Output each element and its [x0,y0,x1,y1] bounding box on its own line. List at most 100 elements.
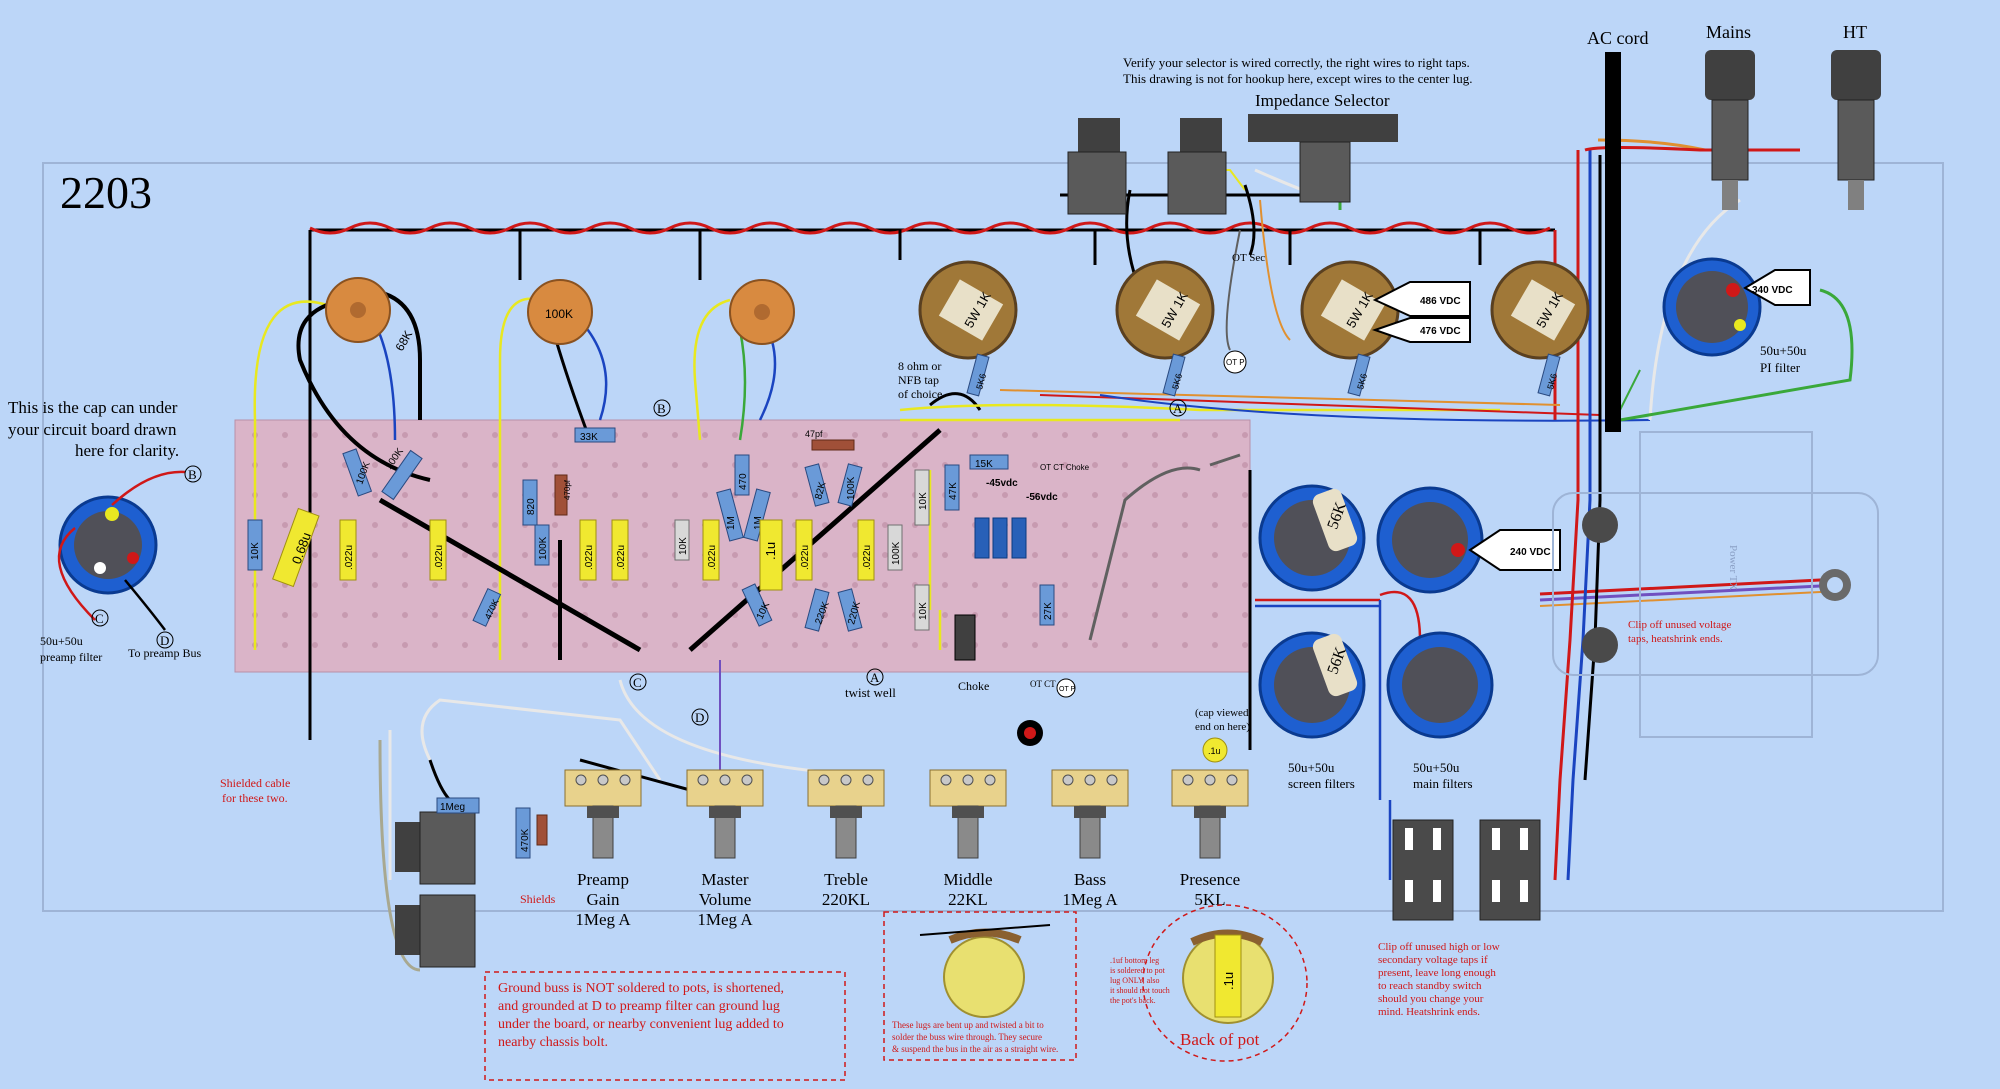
voltage-callout-486: 486 VDC [1372,281,1471,317]
impedance-selector [1248,114,1398,203]
svg-text:.1u: .1u [763,542,778,560]
preamp-filter-label-1: 50u+50u [40,634,83,648]
svg-text:1Meg: 1Meg [440,802,465,813]
svg-text:OT CT Choke: OT CT Choke [1040,463,1090,472]
svg-text:470K: 470K [520,828,531,852]
marker-c-left: C [91,609,109,627]
svg-text:.022u: .022u [584,545,595,570]
pot-3-label-2: 220KL [822,890,870,909]
svg-text:10K: 10K [918,492,929,510]
svg-text:nearby chassis bolt.: nearby chassis bolt. [498,1035,608,1050]
svg-text:470pf: 470pf [563,479,572,500]
clip-secondary-note-2: secondary voltage taps if [1378,954,1488,966]
svg-text:100K: 100K [538,536,549,560]
svg-text:5K6: 5K6 [1170,372,1184,390]
svg-text:solder the buss wire through.: solder the buss wire through. They secur… [892,1032,1042,1042]
svg-text:and grounded at D to preamp fi: and grounded at D to preamp filter can g… [498,999,780,1014]
selector-note-line2: This drawing is not for hookup here, exc… [1123,71,1472,86]
svg-text:100K: 100K [891,541,902,565]
pi-filter-label-2: PI filter [1760,360,1801,375]
svg-text:47pf: 47pf [805,429,823,439]
nfb-label-1: 8 ohm or [898,359,941,373]
pot-2-label-1: Master [701,870,749,889]
nfb-label-2: NFB tap [898,373,939,387]
main-filter-can-1: 240 VDC [1376,486,1561,594]
preamp-tube-v3 [729,279,795,345]
to-preamp-bus-label: To preamp Bus [128,646,201,660]
clip-secondary-note-6: mind. Heatshrink ends. [1378,1006,1480,1018]
pot-5-label-1: Bass [1074,870,1106,889]
svg-text:-56vdc: -56vdc [1026,492,1058,503]
svg-text:5K6: 5K6 [1545,372,1559,390]
screen-filters-label-1: 50u+50u [1288,760,1335,775]
svg-text:486 VDC: 486 VDC [1420,296,1461,307]
power-tube-v7: 5W 1K [1490,260,1590,360]
ot-ct-label: OT CT [1030,679,1056,689]
svg-text:15K: 15K [975,459,993,470]
choke-label: Choke [958,679,989,693]
svg-text:.022u: .022u [344,545,355,570]
power-tube-v4: 5W 1K [918,260,1018,360]
svg-text:C: C [95,611,104,626]
main-filter-can-2 [1386,631,1494,739]
svg-text:Ground buss is NOT soldered to: Ground buss is NOT soldered to pots, is … [498,981,784,996]
svg-text:33K: 33K [580,432,598,443]
cap-can-note-2: your circuit board drawn [8,420,177,439]
svg-text:82K: 82K [813,480,828,500]
cap-can-note-1: This is the cap can under [8,398,178,417]
svg-text:.1u: .1u [1208,746,1221,756]
board-components: 10K 0.68u .022u .022u 100K 100K 820 33K … [247,427,1090,661]
screen-filter-can-2: 56K [1258,631,1366,739]
input-jacks: 1Meg 470K [395,797,548,968]
pot-4-label-1: Middle [943,870,992,889]
svg-text:1M: 1M [726,516,737,530]
svg-text:27K: 27K [1043,602,1054,620]
svg-text:.022u: .022u [862,545,873,570]
ot-p-marker: OT P [1223,350,1247,374]
svg-text:100K: 100K [846,476,857,500]
title: 2203 [60,167,152,218]
screen-filter-can-1: 56K [1258,484,1366,592]
cap-viewed-note-1: (cap viewed [1195,707,1249,719]
svg-text:10K: 10K [918,602,929,620]
clip-voltage-note-1: Clip off unused voltage [1628,619,1731,631]
svg-text:5K6: 5K6 [1355,372,1369,390]
speaker-jacks [1067,118,1227,215]
svg-text:B: B [188,467,197,482]
shielded-note-1: Shielded cable [220,776,290,790]
preamp-filter-can [57,470,186,631]
svg-text:the pot's back.: the pot's back. [1110,996,1156,1005]
pot-1-label-2: Gain [586,890,620,909]
ot-ct-ring [1017,720,1043,746]
svg-text:& suspend the bus in the air a: & suspend the bus in the air as a straig… [892,1044,1058,1054]
marker-b-board: B [653,399,671,417]
svg-text:.022u: .022u [800,545,811,570]
svg-text:Back of pot: Back of pot [1180,1030,1260,1049]
svg-text:Power TX: Power TX [1727,545,1739,590]
cap-viewed-note-2: end on here) [1195,721,1250,733]
marker-a-board: A [866,668,884,686]
mains-label: Mains [1706,22,1751,42]
svg-text:68K: 68K [392,328,415,353]
svg-text:.022u: .022u [434,545,445,570]
ht-fuse [1831,50,1881,210]
marker-b-left: B [184,465,202,483]
svg-text:OT P: OT P [1226,358,1245,367]
power-switch [1479,819,1541,921]
svg-text:.1uf bottom leg: .1uf bottom leg [1110,956,1159,965]
standby-switch [1392,819,1454,921]
mains-fuse [1705,50,1755,210]
svg-text:is soldered to pot: is soldered to pot [1110,966,1166,975]
pot-5-label-2: 1Meg A [1062,890,1118,909]
marker-d-left: D [156,631,174,649]
cap-can-note-3: here for clarity. [75,441,179,460]
svg-text:470: 470 [738,473,749,490]
pot-2-label-3: 1Meg A [697,910,753,929]
impedance-selector-label: Impedance Selector [1255,91,1390,110]
